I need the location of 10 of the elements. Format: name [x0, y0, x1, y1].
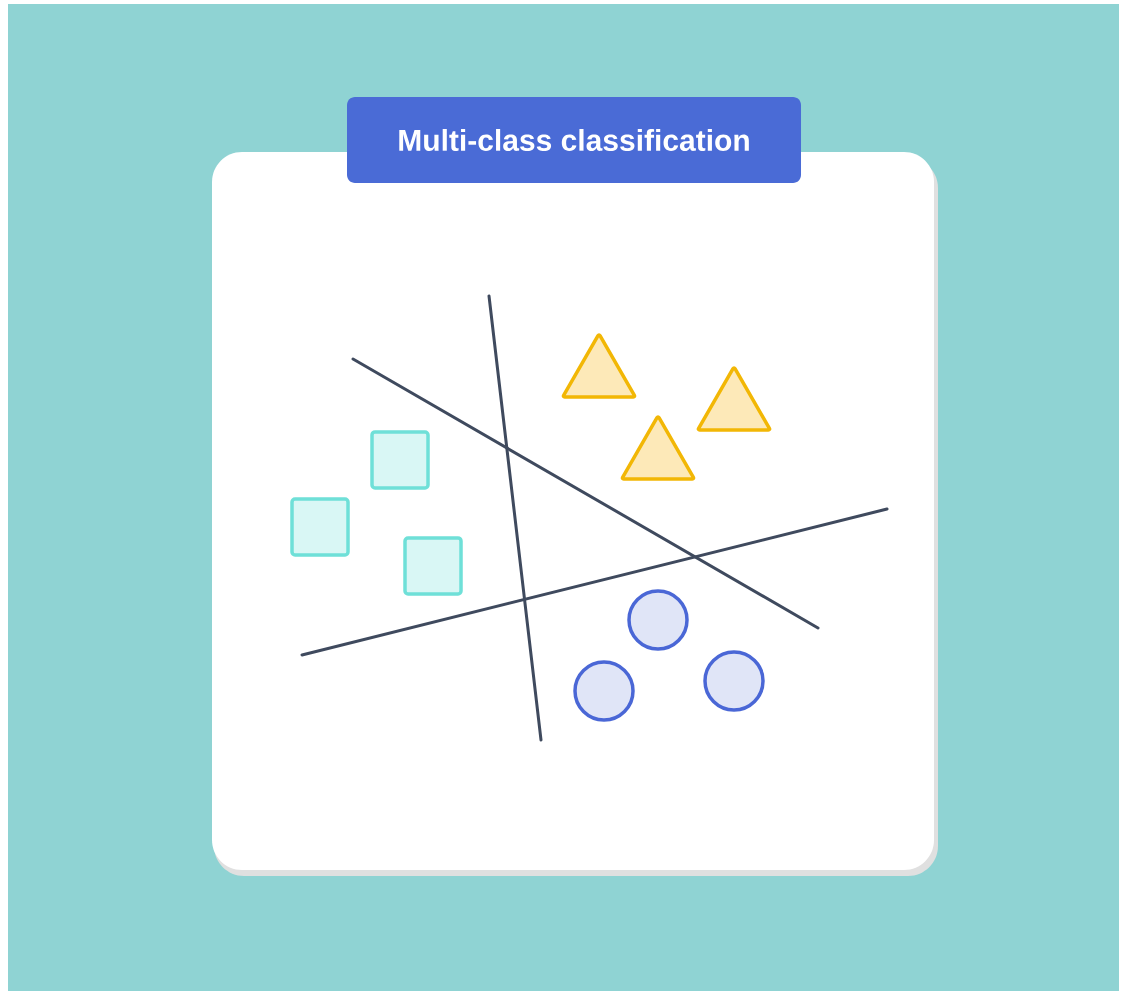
- square-marker: [403, 536, 463, 596]
- triangle-marker: [696, 366, 772, 432]
- circle-marker: [627, 589, 689, 651]
- square-marker: [370, 430, 430, 490]
- triangle-marker: [561, 333, 637, 399]
- square-marker: [290, 497, 350, 557]
- title-banner: Multi-class classification: [347, 97, 801, 183]
- circle-marker: [573, 660, 635, 722]
- triangle-marker: [620, 415, 696, 481]
- circle-marker: [703, 650, 765, 712]
